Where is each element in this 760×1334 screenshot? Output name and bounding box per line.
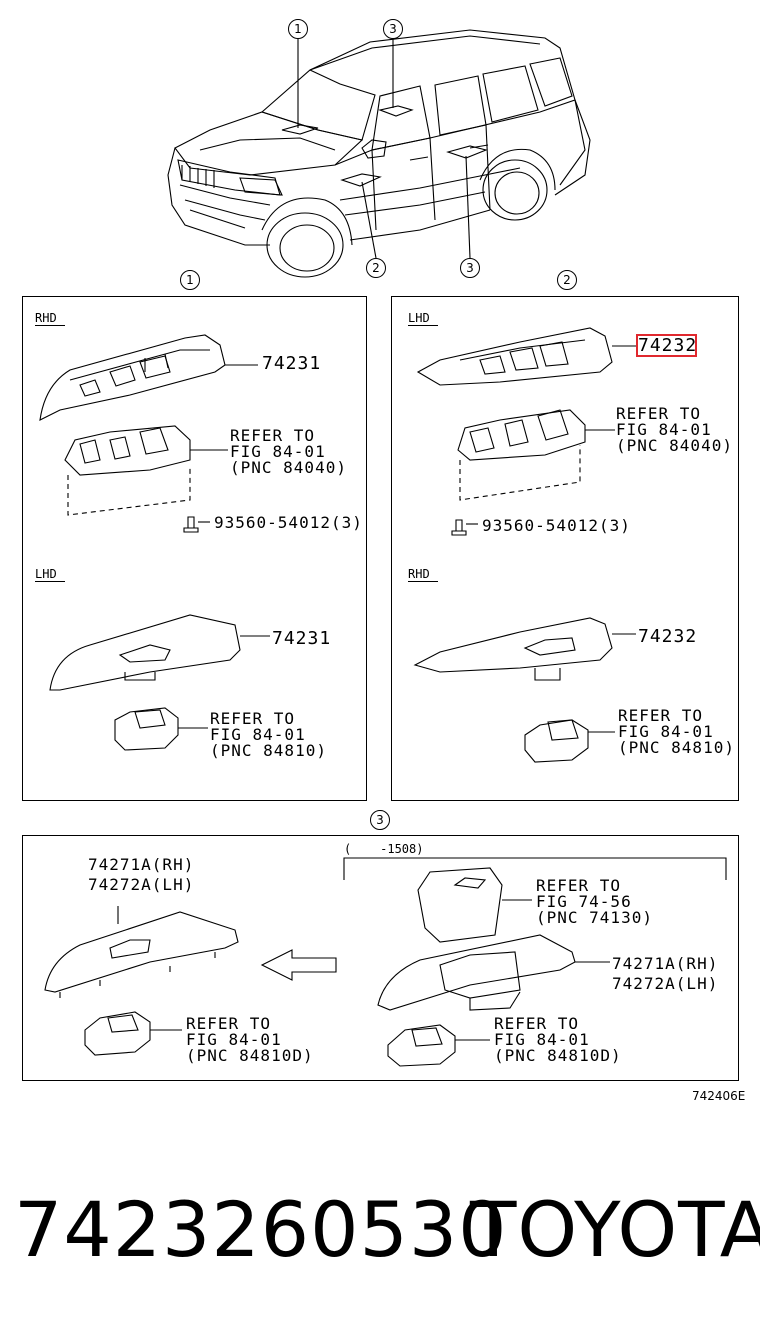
panel3-left-refer-1: REFER TO [186,1014,272,1033]
panel-3 [22,835,739,1081]
panel1-part-b: 74231 [272,628,332,649]
callout-2-vehicle: 2 [366,258,386,278]
panel2-refer-a-3: (PNC 84040) [616,436,733,455]
panel3-cup-refer-1: REFER TO [536,876,622,895]
vehicle-illustration [0,0,760,290]
footer-part-number: 7423260530 [14,1185,508,1274]
panel1-refer-b-1: REFER TO [210,709,296,728]
panel2-part-a-highlight [636,334,697,357]
panel1-refer-b-3: (PNC 84810) [210,741,327,760]
panel3-cup-refer-3: (PNC 74130) [536,908,653,927]
panel1-rhd-label: RHD [35,311,57,325]
panel3-cup-refer-2: FIG 74-56 [536,892,632,911]
panel1-refer-a-3: (PNC 84040) [230,458,347,477]
panel2-lhd-underline [408,325,438,326]
panel2-refer-a-1: REFER TO [616,404,702,423]
panel1-rhd-underline [35,325,65,326]
panel2-rhd-underline [408,581,438,582]
panel2-lhd-label: LHD [408,311,430,325]
panel3-left-refer-2: FIG 84-01 [186,1030,282,1049]
panel3-range: ( -1508) [344,842,424,856]
panel1-part-a: 74231 [262,353,322,374]
panel1-callout: 1 [180,270,200,290]
panel3-right-refer-3: (PNC 84810D) [494,1046,622,1065]
panel-2 [391,296,739,801]
panel1-lhd-underline [35,581,65,582]
panel3-left-part-rh: 74271A(RH) [88,855,195,874]
panel-1 [22,296,367,801]
panel2-refer-b-1: REFER TO [618,706,704,725]
panel2-part-a: 74232 [638,335,698,356]
callout-1-top: 1 [288,19,308,39]
panel3-right-part-lh: 74272A(LH) [612,974,719,993]
callout-3-top: 3 [383,19,403,39]
panel2-callout: 2 [557,270,577,290]
panel2-rhd-label: RHD [408,567,430,581]
panel3-left-refer-3: (PNC 84810D) [186,1046,314,1065]
panel1-refer-a-1: REFER TO [230,426,316,445]
panel2-refer-a-2: FIG 84-01 [616,420,712,439]
panel3-left-part-lh: 74272A(LH) [88,875,195,894]
panel3-right-part-rh: 74271A(RH) [612,954,719,973]
panel2-part-b: 74232 [638,626,698,647]
panel1-refer-b-2: FIG 84-01 [210,725,306,744]
callout-3-vehicle: 3 [460,258,480,278]
panel2-refer-b-3: (PNC 84810) [618,738,735,757]
panel1-lhd-label: LHD [35,567,57,581]
panel3-right-refer-1: REFER TO [494,1014,580,1033]
panel2-screw: 93560-54012(3) [482,516,631,535]
panel3-callout: 3 [370,810,390,830]
footer-brand: TOYOTA [470,1185,760,1274]
panel1-refer-a-2: FIG 84-01 [230,442,326,461]
panel2-refer-b-2: FIG 84-01 [618,722,714,741]
diagram-code: 742406E [692,1089,746,1103]
panel1-screw: 93560-54012(3) [214,513,363,532]
panel3-right-refer-2: FIG 84-01 [494,1030,590,1049]
